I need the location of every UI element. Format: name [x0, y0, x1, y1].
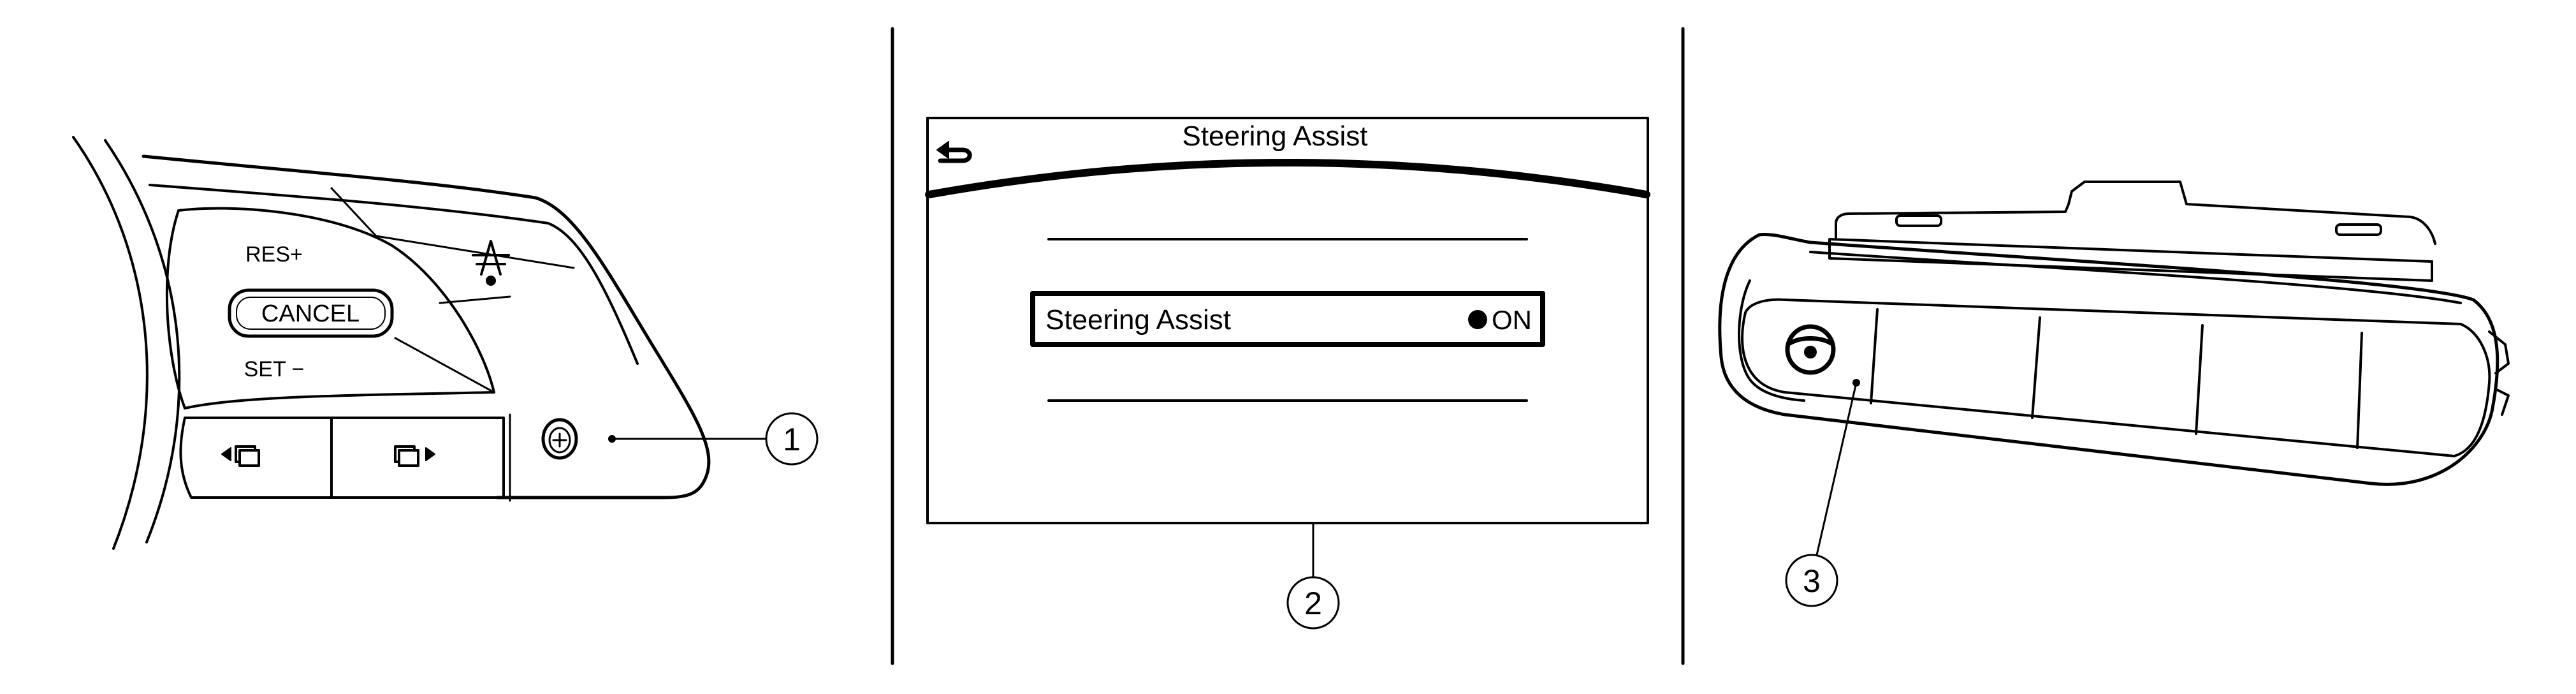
screen-frame: [926, 117, 1649, 524]
cruise-switch-outline: [165, 207, 495, 410]
display-left-button[interactable]: [221, 445, 260, 467]
callout-2-number: 2: [1304, 586, 1322, 621]
steering-assist-switch[interactable]: [541, 418, 578, 460]
wheel-rim-outer: [72, 136, 149, 550]
back-icon[interactable]: [936, 141, 972, 163]
header-curve: [925, 159, 1650, 198]
display-right-button[interactable]: [394, 445, 435, 467]
steering-wheel-icon-spokes: [1787, 336, 1833, 346]
steering-assist-button[interactable]: [1785, 324, 1836, 375]
display-switch-frame: [179, 417, 505, 499]
steering-assist-icon: [552, 432, 567, 448]
switch-bar-panel: 3: [1718, 181, 2510, 607]
housing-inner: [1738, 279, 1805, 402]
spoke-crease: [330, 187, 575, 269]
button-divider-2: [2031, 316, 2041, 419]
distance-button[interactable]: [472, 240, 510, 286]
callout-2: 2: [1286, 576, 1340, 630]
wheel-rim-inner: [104, 139, 181, 543]
wheel-spoke-outline: [142, 154, 711, 499]
display-screen-panel: Steering Assist Steering Assist ON 2: [925, 117, 1650, 630]
bracket-rail: [1828, 238, 2433, 282]
callout-1: 1: [765, 412, 819, 466]
triangle-left-icon: [221, 447, 231, 461]
button-divider-4: [2356, 332, 2363, 449]
button-divider-3: [2195, 324, 2204, 435]
leader-line: [1816, 381, 1858, 556]
distance-icon: [472, 240, 510, 286]
callout-3: 3: [1785, 554, 1838, 607]
set-minus-label: SET −: [244, 357, 305, 381]
clip-right: [2335, 223, 2382, 236]
callout-3-number: 3: [1803, 563, 1821, 599]
steering-wheel-icon: [1785, 324, 1836, 375]
bracket-top: [1835, 181, 2436, 245]
cancel-button[interactable]: CANCEL: [228, 288, 394, 338]
button-divider-1: [1870, 308, 1879, 404]
screen-title: Steering Assist: [1182, 121, 1367, 152]
set-rocker-line: [394, 337, 495, 394]
connector-right: [2488, 330, 2510, 416]
status-dot-icon: [1468, 310, 1487, 329]
setting-row-value: ON: [1492, 305, 1532, 335]
clip-left: [1895, 214, 1942, 227]
housing-top-lip: [1809, 251, 2462, 304]
callout-1-number: 1: [783, 422, 801, 457]
setting-row-label: Steering Assist: [1045, 304, 1231, 336]
wheel-spoke-inner-edge: [149, 184, 639, 365]
button-row-frame: [1741, 298, 2491, 457]
spoke-divider: [439, 295, 511, 304]
housing-outer: [1718, 232, 2500, 486]
steering-assist-setting-row[interactable]: Steering Assist ON: [1030, 291, 1545, 347]
res-plus-label: RES+: [245, 242, 303, 267]
steering-wheel-icon-hub: [1804, 346, 1817, 358]
triangle-right-icon: [425, 447, 435, 461]
cancel-button-label: CANCEL: [261, 300, 360, 327]
steering-switch-panel: RES+ CANCEL SET −: [72, 136, 819, 550]
